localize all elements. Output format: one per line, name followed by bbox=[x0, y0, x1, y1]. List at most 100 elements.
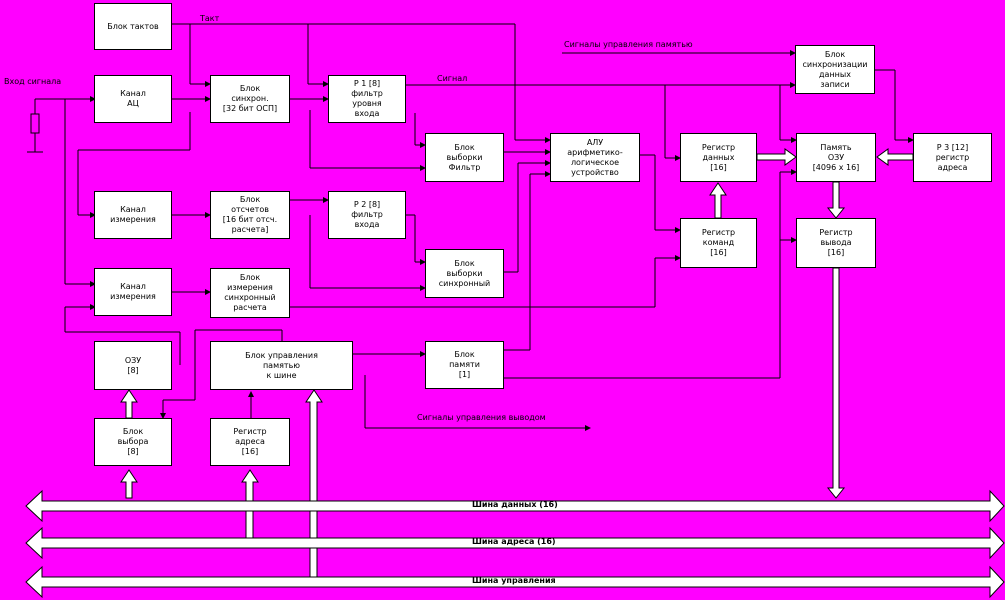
block-text-line: [32 бит ОСП] bbox=[222, 104, 278, 113]
arrow-b20-to-b22 bbox=[826, 181, 846, 219]
block-clock: Блок тактов bbox=[94, 3, 172, 50]
block-text-line: [16] bbox=[710, 248, 727, 257]
block-text-line: [16] bbox=[710, 162, 727, 172]
block-text-line: Р 3 [12] bbox=[936, 142, 969, 152]
block-text-line: Канал bbox=[120, 205, 146, 214]
block-text-line: Блок bbox=[239, 273, 261, 282]
block-text-line: Блок bbox=[239, 195, 261, 204]
arrow-b22-to-bus bbox=[826, 267, 846, 499]
block-text-line: ОЗУ bbox=[827, 152, 845, 162]
block-text-line: выбора bbox=[117, 437, 149, 446]
arrow-bus-to-b12 bbox=[305, 389, 323, 579]
block-text-line: памяти bbox=[449, 360, 480, 369]
block-text-line: арифметико- bbox=[567, 147, 623, 157]
bus-data bbox=[25, 489, 1005, 523]
block-text-line: Канал bbox=[120, 89, 146, 98]
block-text-line: регистр bbox=[935, 152, 970, 162]
block-text-line: уровня bbox=[352, 99, 382, 108]
block-text-line: [16] bbox=[241, 447, 259, 456]
block-text-line: памятью bbox=[262, 360, 301, 370]
block-text-line: к шине bbox=[266, 370, 297, 380]
block-text-line: входа bbox=[354, 109, 380, 118]
block-text-line: логическое bbox=[570, 157, 620, 167]
block-text-line: синхронизации bbox=[802, 59, 868, 69]
block-text-line: [16] bbox=[827, 248, 845, 257]
block-text-line: расчета] bbox=[231, 225, 269, 234]
block-text-line: данных bbox=[819, 69, 851, 79]
block-text-line: вывода bbox=[820, 238, 852, 247]
block-text-line: [16 бит отсч. bbox=[222, 215, 278, 224]
block-text-line: фильтр bbox=[351, 210, 383, 219]
label-sync: Такт bbox=[200, 14, 220, 23]
block-text-line: измерения bbox=[110, 292, 156, 301]
block-text-line: Р 2 [8] bbox=[353, 200, 381, 209]
block-text-line: Блок bbox=[454, 142, 475, 152]
block-text-line: измерения bbox=[110, 215, 156, 224]
block-text-line: Блок bbox=[122, 427, 144, 436]
label-bus-ctrl: Шина управления bbox=[472, 576, 556, 585]
block-text-line: Блок bbox=[454, 258, 475, 268]
block-text-line: Регистр bbox=[701, 228, 736, 237]
block-text-line: Блок bbox=[454, 350, 475, 359]
block-text-line: Регистр bbox=[701, 142, 736, 152]
arrow-b17-to-b20 bbox=[756, 148, 797, 166]
block-ram-small: ОЗУ[8] bbox=[94, 341, 172, 390]
label-input: Вход сигнала bbox=[4, 77, 62, 86]
block-text-line: Память bbox=[820, 142, 852, 152]
block-text-line: фильтр bbox=[351, 89, 383, 98]
label-ctrl: Сигнал bbox=[437, 74, 468, 83]
block-text-line: Блок bbox=[239, 84, 261, 93]
block-text-line: входа bbox=[354, 220, 380, 229]
label-ctrl-in: Сигналы управления памятью bbox=[564, 40, 693, 49]
block-text-line: Блок тактов bbox=[107, 21, 159, 31]
block-text-line: отсчетов bbox=[231, 205, 269, 214]
block-text-line: ОЗУ bbox=[124, 355, 142, 365]
block-text-line: АЦ bbox=[127, 99, 139, 108]
block-text-line: адреса bbox=[937, 162, 968, 172]
block-text-line: синхронный bbox=[224, 293, 276, 302]
block-text-line: Регистр bbox=[819, 228, 853, 237]
label-ctrl-out: Сигналы управления выводом bbox=[417, 413, 546, 422]
block-text-line: адреса bbox=[235, 437, 265, 446]
block-text-line: синхрон. bbox=[231, 94, 269, 103]
resistor-symbol bbox=[30, 113, 40, 134]
block-text-line: Блок bbox=[824, 49, 846, 59]
block-text-line: Р 1 [8] bbox=[353, 79, 381, 88]
block-text-line: АЛУ bbox=[586, 137, 604, 147]
block-text-line: [8] bbox=[127, 365, 139, 375]
arrow-b14-to-b11 bbox=[120, 389, 138, 419]
block-text-line: синхронный bbox=[438, 278, 491, 288]
bus-ctrl bbox=[25, 565, 1005, 599]
block-text-line: [8] bbox=[127, 447, 139, 456]
block-text-line: Канал bbox=[120, 282, 146, 291]
block-text-line: измерения bbox=[227, 283, 273, 292]
block-text-line: [4096 x 16] bbox=[812, 162, 860, 172]
block-text-line: выборки bbox=[446, 152, 483, 162]
block-text-line: Фильтр bbox=[448, 162, 481, 172]
block-text-line: расчета bbox=[233, 303, 267, 312]
block-text-line: команд bbox=[702, 238, 735, 247]
block-text-line: устройство bbox=[571, 167, 619, 177]
block-text-line: [1] bbox=[458, 370, 471, 379]
block-text-line: данных bbox=[702, 152, 735, 162]
